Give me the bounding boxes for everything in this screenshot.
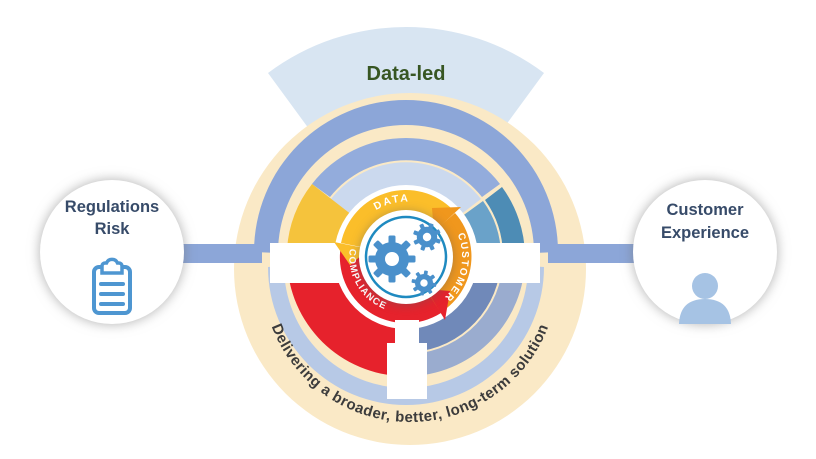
segment-top-right-inner bbox=[461, 201, 501, 256]
segment-top-right-outer bbox=[485, 187, 525, 255]
regulations-risk-label-line1: Regulations bbox=[65, 198, 159, 216]
gear-small-icon bbox=[411, 270, 437, 296]
arrow-customer bbox=[416, 213, 472, 321]
segment-top-inner bbox=[331, 162, 481, 215]
arrowhead-compliance bbox=[426, 289, 450, 320]
connector-bar-right bbox=[548, 244, 650, 263]
segment-top-outer bbox=[312, 137, 500, 197]
left-node: Regulations Risk bbox=[40, 180, 184, 324]
segment-red bbox=[286, 255, 401, 376]
channel-bottom-tab bbox=[387, 320, 427, 399]
arrow-compliance bbox=[339, 245, 441, 324]
segment-yellow bbox=[287, 184, 352, 252]
customer-experience-label-line2: Experience bbox=[661, 224, 749, 242]
arrow-data bbox=[341, 190, 453, 247]
right-node: Customer Experience bbox=[633, 180, 777, 324]
channel-left bbox=[270, 243, 346, 283]
customer-experience-label-line1: Customer bbox=[666, 201, 744, 219]
connector-bar-left bbox=[160, 244, 262, 263]
left-node-circle bbox=[40, 180, 184, 324]
channel-right bbox=[466, 243, 540, 283]
gears-icon bbox=[368, 223, 441, 296]
bottom-ring bbox=[268, 266, 544, 405]
gear-medium-icon bbox=[413, 223, 441, 251]
person-icon bbox=[679, 273, 731, 324]
right-node-circle bbox=[633, 180, 777, 324]
clipboard-icon bbox=[92, 257, 132, 315]
fan-label: Data-led bbox=[367, 63, 446, 85]
regulations-risk-label-line2: Risk bbox=[95, 220, 131, 238]
top-ring bbox=[254, 100, 558, 253]
gear-large-icon bbox=[368, 235, 416, 283]
